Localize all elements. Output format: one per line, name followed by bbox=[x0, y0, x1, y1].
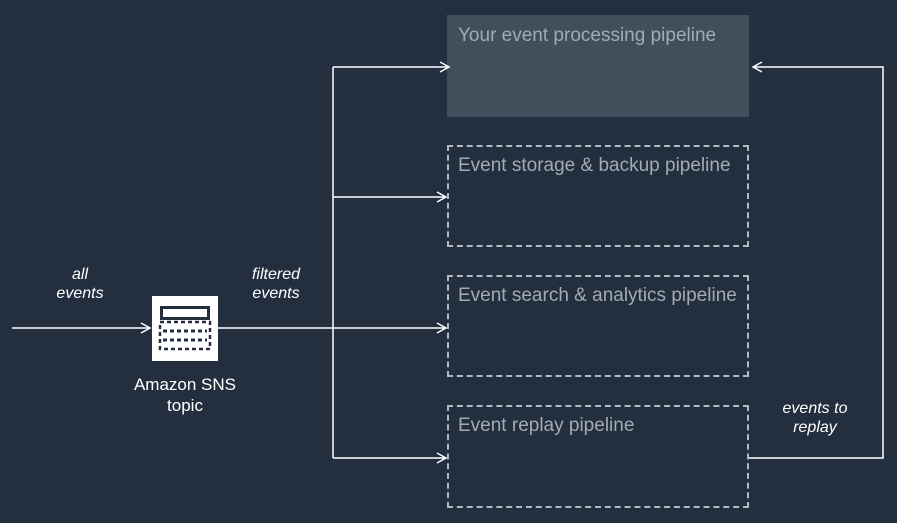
pipeline-label-storage-backup: Event storage & backup pipeline bbox=[458, 155, 731, 176]
pipeline-label-processing: Your event processing pipeline bbox=[458, 25, 717, 46]
pipeline-box-search-analytics: Event search & analytics pipeline bbox=[447, 275, 749, 377]
pipeline-box-replay: Event replay pipeline bbox=[447, 405, 749, 508]
arrow-to-replay-pipeline bbox=[333, 452, 448, 464]
filtered-events-label: filtered events bbox=[251, 266, 301, 302]
arrow-to-search-pipeline bbox=[333, 322, 448, 334]
arrow-to-processing-pipeline bbox=[333, 61, 451, 73]
all-events-label: all events bbox=[56, 266, 104, 302]
arrow-all-events bbox=[12, 322, 152, 334]
sns-topic-icon bbox=[152, 296, 218, 361]
sns-topic-label: Amazon SNS topic bbox=[133, 375, 237, 415]
pipeline-box-storage-backup: Event storage & backup pipeline bbox=[447, 145, 749, 247]
pipeline-label-replay: Event replay pipeline bbox=[458, 415, 635, 436]
pipeline-label-search-analytics: Event search & analytics pipeline bbox=[458, 285, 737, 306]
arrow-to-storage-pipeline bbox=[333, 191, 448, 203]
pipeline-box-processing: Your event processing pipeline bbox=[447, 15, 749, 117]
events-to-replay-label: events to replay bbox=[782, 400, 848, 436]
